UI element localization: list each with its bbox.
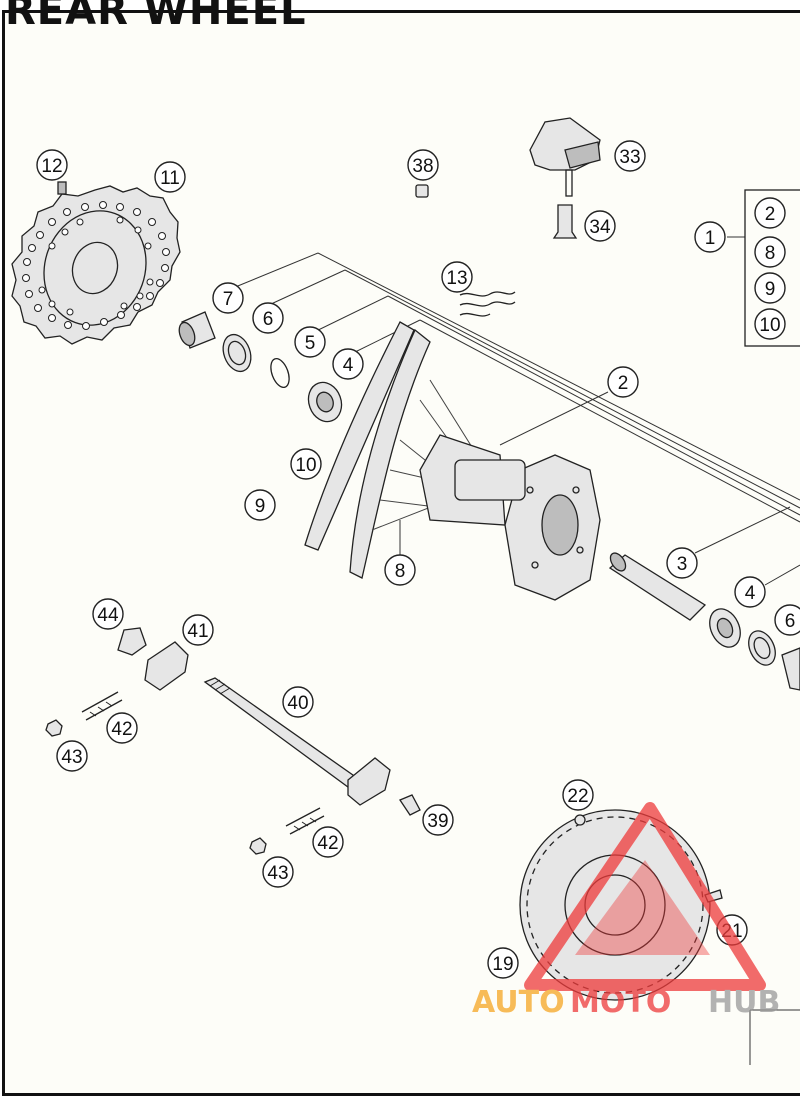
callout-kit-9: 9 bbox=[754, 272, 786, 304]
svg-text:33: 33 bbox=[619, 147, 640, 168]
callout-11: 11 bbox=[154, 161, 186, 193]
svg-text:19: 19 bbox=[492, 954, 513, 975]
svg-text:43: 43 bbox=[267, 863, 288, 884]
axle-assembly bbox=[45, 627, 421, 855]
watermark-moto: MOTO bbox=[570, 985, 671, 1020]
svg-text:5: 5 bbox=[305, 333, 316, 354]
callout-10: 10 bbox=[290, 448, 322, 480]
left-bearing-stack bbox=[178, 311, 343, 423]
callout-kit-8: 8 bbox=[754, 236, 786, 268]
callout-34: 34 bbox=[584, 210, 616, 242]
callout-12: 12 bbox=[36, 149, 68, 181]
svg-text:9: 9 bbox=[765, 279, 776, 300]
callout-22: 22 bbox=[562, 779, 594, 811]
callout-44: 44 bbox=[92, 598, 124, 630]
svg-text:7: 7 bbox=[223, 289, 234, 310]
callout-kit-2: 2 bbox=[754, 197, 786, 229]
callout-6b: 6 bbox=[774, 604, 800, 636]
callout-40: 40 bbox=[282, 686, 314, 718]
leader-lines bbox=[227, 236, 800, 1065]
callout-42: 42 bbox=[106, 712, 138, 744]
svg-text:11: 11 bbox=[160, 168, 180, 189]
wheel-rim-hub bbox=[304, 321, 601, 601]
callout-42b: 42 bbox=[312, 826, 344, 858]
svg-text:2: 2 bbox=[765, 204, 776, 225]
svg-text:38: 38 bbox=[412, 156, 433, 177]
kit-bracket bbox=[744, 189, 800, 347]
svg-text:10: 10 bbox=[295, 455, 316, 476]
brake-disc bbox=[11, 181, 181, 345]
svg-text:9: 9 bbox=[255, 496, 266, 517]
callout-19: 19 bbox=[487, 947, 519, 979]
watermark-auto: AUTO bbox=[472, 985, 565, 1020]
svg-text:42: 42 bbox=[111, 719, 132, 740]
svg-text:22: 22 bbox=[567, 786, 588, 807]
callout-43: 43 bbox=[56, 740, 88, 772]
callout-3: 3 bbox=[666, 547, 698, 579]
svg-text:10: 10 bbox=[759, 315, 780, 336]
callout-33: 33 bbox=[614, 140, 646, 172]
svg-text:3: 3 bbox=[677, 554, 688, 575]
svg-text:6: 6 bbox=[263, 309, 274, 330]
svg-text:44: 44 bbox=[97, 605, 119, 626]
svg-text:2: 2 bbox=[618, 373, 629, 394]
watermark-hub: HUB bbox=[708, 985, 780, 1020]
callout-9: 9 bbox=[244, 489, 276, 521]
rim-lock-parts bbox=[415, 117, 601, 239]
svg-text:13: 13 bbox=[446, 268, 467, 289]
svg-text:42: 42 bbox=[317, 833, 338, 854]
callout-2: 2 bbox=[607, 366, 639, 398]
svg-text:4: 4 bbox=[745, 583, 756, 604]
watermark-logo: AUTO MOTO HUB bbox=[472, 802, 780, 1020]
callout-6: 6 bbox=[252, 302, 284, 334]
diagram-title: REAR WHEEL bbox=[5, 0, 307, 34]
exploded-parts-diagram: 12 11 38 33 34 1 2 8 9 10 13 7 6 5 4 2 1… bbox=[11, 117, 800, 1065]
callout-39: 39 bbox=[422, 804, 454, 836]
right-bearing-stack bbox=[608, 552, 800, 691]
disc-screw bbox=[57, 181, 67, 195]
rim-band bbox=[459, 291, 516, 317]
svg-text:43: 43 bbox=[61, 747, 82, 768]
svg-text:8: 8 bbox=[765, 243, 776, 264]
svg-text:41: 41 bbox=[187, 621, 208, 642]
callout-13: 13 bbox=[441, 261, 473, 293]
callout-41: 41 bbox=[182, 614, 214, 646]
svg-text:8: 8 bbox=[395, 561, 406, 582]
svg-text:40: 40 bbox=[287, 693, 308, 714]
callout-kit-10: 10 bbox=[754, 308, 786, 340]
svg-text:39: 39 bbox=[427, 811, 448, 832]
svg-text:4: 4 bbox=[343, 355, 354, 376]
callout-43b: 43 bbox=[262, 856, 294, 888]
svg-text:34: 34 bbox=[589, 217, 611, 238]
svg-text:6: 6 bbox=[785, 611, 796, 632]
callout-1: 1 bbox=[694, 221, 726, 253]
callout-4b: 4 bbox=[734, 576, 766, 608]
callout-5: 5 bbox=[294, 326, 326, 358]
callout-4: 4 bbox=[332, 348, 364, 380]
svg-text:12: 12 bbox=[41, 156, 62, 177]
callout-8: 8 bbox=[384, 554, 416, 586]
callout-7: 7 bbox=[212, 282, 244, 314]
callout-38: 38 bbox=[407, 149, 439, 181]
svg-text:1: 1 bbox=[705, 228, 716, 249]
